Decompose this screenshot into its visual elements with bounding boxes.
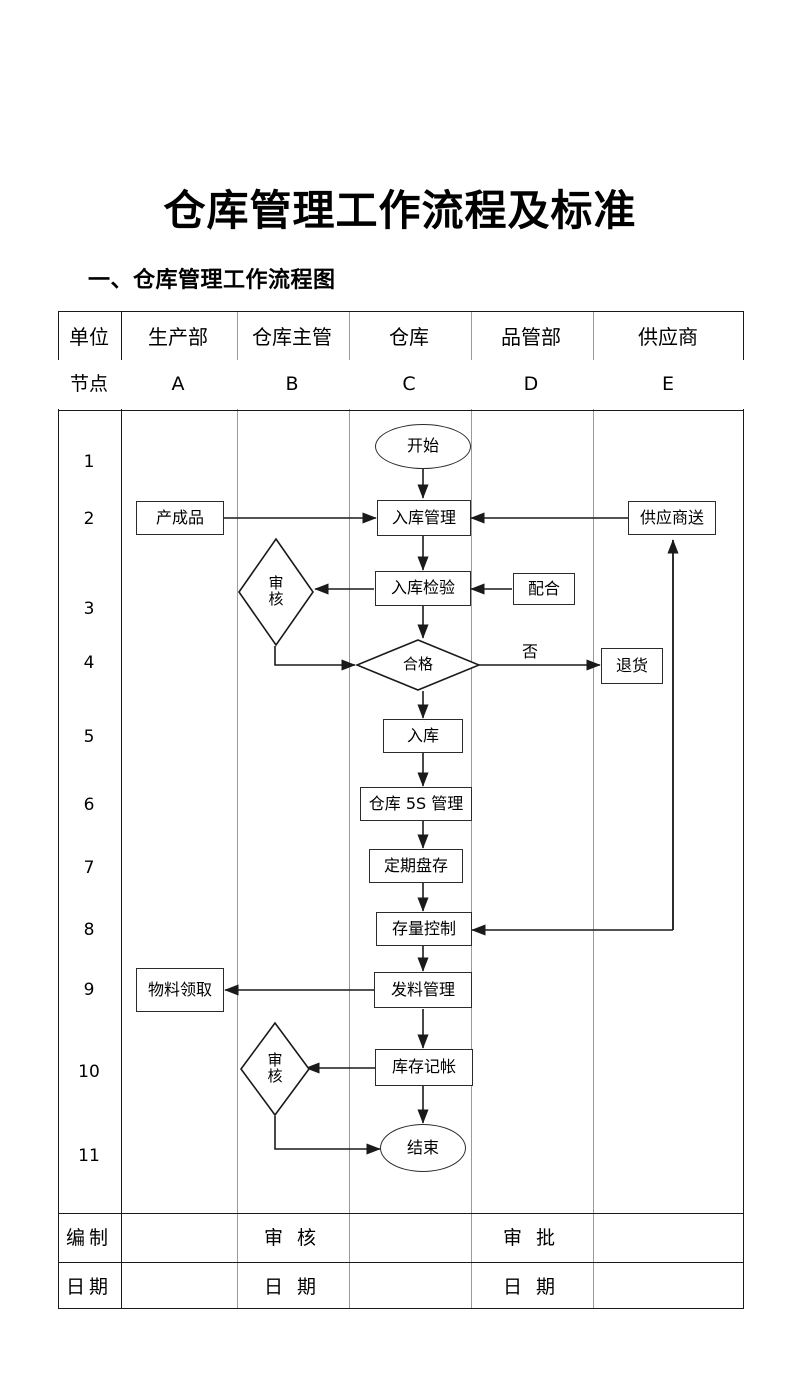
- flow-node-stock-control[interactable]: 存量控制: [376, 912, 472, 946]
- flow-node-review-inbound[interactable]: 审核: [237, 537, 315, 647]
- header-unit-warehouse-supervisor: 仓库主管: [252, 325, 332, 349]
- flow-node-cooperate[interactable]: 配合: [513, 573, 575, 605]
- row-number-2: 2: [83, 509, 95, 529]
- node-letter-d: D: [470, 360, 592, 409]
- flow-node-qualified[interactable]: 合格: [355, 638, 481, 692]
- footer-date3-value[interactable]: [592, 1261, 744, 1309]
- node-letter-b: B: [236, 360, 348, 409]
- flow-node-review-issue-label: 审核: [267, 1051, 283, 1085]
- header-unit-supplier: 供应商: [638, 325, 698, 349]
- header-unit-quality: 品管部: [501, 325, 561, 349]
- flow-node-end[interactable]: 结束: [380, 1124, 466, 1172]
- flow-node-inbound-management[interactable]: 入库管理: [377, 500, 471, 536]
- row-number-5: 5: [83, 727, 95, 747]
- footer-review-label: 审 核: [263, 1227, 321, 1249]
- row-number-7: 7: [83, 858, 95, 878]
- flow-node-issue-management[interactable]: 发料管理: [374, 972, 472, 1008]
- footer-approve-value[interactable]: [592, 1212, 744, 1261]
- flow-node-supplier-delivery[interactable]: 供应商送: [628, 501, 716, 535]
- footer-date1-value[interactable]: [120, 1261, 236, 1309]
- row-number-10: 10: [78, 1062, 100, 1082]
- flow-node-review-inbound-label: 审核: [268, 574, 284, 608]
- row-number-8: 8: [83, 920, 95, 940]
- footer-prepared-value[interactable]: [120, 1212, 236, 1261]
- flow-node-qualified-label: 合格: [402, 655, 433, 674]
- row-number-4: 4: [83, 653, 95, 673]
- node-letter-a: A: [120, 360, 236, 409]
- flow-node-return-goods[interactable]: 退货: [601, 648, 663, 684]
- footer-prepared-label: 编制: [65, 1227, 112, 1249]
- footer-date2-label: 日 期: [263, 1275, 321, 1298]
- column-divider-unit: [121, 312, 123, 1308]
- flow-node-inbound-inspection[interactable]: 入库检验: [375, 571, 471, 606]
- row-number-6: 6: [83, 795, 95, 815]
- row-divider-footer-mid: [59, 1262, 743, 1264]
- flow-node-review-issue[interactable]: 审核: [239, 1021, 311, 1117]
- flow-node-material-requisition[interactable]: 物料领取: [136, 968, 224, 1012]
- node-letter-e: E: [592, 360, 744, 409]
- footer-date3-label: 日 期: [502, 1275, 560, 1298]
- column-divider-a: [237, 312, 238, 1308]
- flow-node-start[interactable]: 开始: [375, 424, 471, 469]
- row-divider-node: [59, 410, 743, 412]
- footer-approve-label: 审 批: [502, 1227, 560, 1249]
- flow-node-finished-goods[interactable]: 产成品: [136, 501, 224, 535]
- column-divider-b: [349, 312, 350, 1308]
- header-unit-production: 生产部: [148, 325, 208, 349]
- header-label-node: 节点: [58, 360, 120, 409]
- footer-date1-label: 日期: [65, 1275, 112, 1298]
- flow-node-inventory-ledger[interactable]: 库存记帐: [375, 1049, 473, 1086]
- row-number-1: 1: [83, 452, 95, 472]
- flow-node-periodic-stocktake[interactable]: 定期盘存: [369, 849, 463, 883]
- footer-review-value[interactable]: [348, 1212, 470, 1261]
- header-label-unit: 单位: [69, 325, 109, 349]
- row-divider-footer-top: [59, 1213, 743, 1215]
- page-title: 仓库管理工作流程及标准: [163, 186, 637, 235]
- row-number-9: 9: [83, 980, 95, 1000]
- flow-node-store-in[interactable]: 入库: [383, 719, 463, 753]
- header-unit-warehouse: 仓库: [389, 325, 429, 349]
- row-number-3: 3: [83, 599, 95, 619]
- row-number-11: 11: [78, 1146, 100, 1166]
- node-letter-c: C: [348, 360, 470, 409]
- edge-label-no: 否: [519, 638, 542, 662]
- section-heading: 一、仓库管理工作流程图: [88, 268, 336, 293]
- footer-date2-value[interactable]: [348, 1261, 470, 1309]
- column-divider-d: [593, 312, 594, 1308]
- flow-node-warehouse-5s[interactable]: 仓库 5S 管理: [360, 787, 472, 821]
